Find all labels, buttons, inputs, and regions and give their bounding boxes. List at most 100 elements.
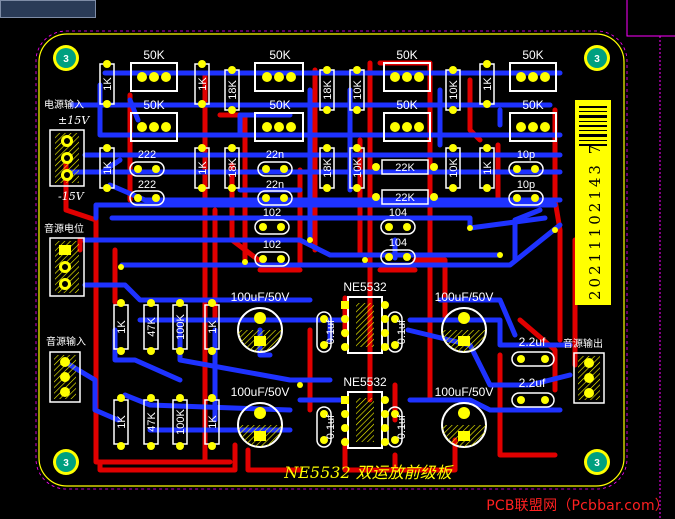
- opamp-ics: NE5532 NE5532: [341, 280, 389, 449]
- cap-10p-a: 10p: [508, 149, 544, 177]
- svg-text:-15V: -15V: [58, 190, 85, 203]
- connectors: 电源输入 ±15V -15V 音源电位 音源输入 音源输出: [44, 98, 605, 404]
- pink-frame: [626, 0, 675, 37]
- svg-text:10K: 10K: [352, 158, 364, 178]
- pot-footprints: 50K 50K 50K 50K 50K 50K: [130, 48, 557, 142]
- svg-text:22n: 22n: [266, 179, 284, 191]
- output-caps: 2.2uf 2.2uf: [511, 335, 555, 408]
- svg-text:100uF/50V: 100uF/50V: [435, 290, 494, 304]
- svg-text:50K: 50K: [396, 98, 417, 112]
- serial-barcode: 20211102143 7: [575, 100, 611, 305]
- ecap-3: 100uF/50V: [231, 385, 289, 448]
- svg-text:1K: 1K: [207, 320, 219, 334]
- pot-1: 50K: [130, 48, 178, 92]
- pot-4: 50K: [509, 48, 557, 92]
- svg-text:18K: 18K: [227, 80, 239, 100]
- svg-text:3: 3: [594, 458, 600, 469]
- resistor-100k-l: 100K: [172, 394, 188, 450]
- svg-text:10p: 10p: [517, 149, 535, 161]
- svg-text:1K: 1K: [102, 161, 114, 175]
- cap-22n-a: 22n: [257, 149, 293, 177]
- cap-22uf-a: 2.2uf: [511, 335, 555, 367]
- svg-text:±15V: ±15V: [58, 114, 90, 127]
- pot-3: 50K: [383, 48, 431, 92]
- svg-text:10K: 10K: [448, 158, 460, 178]
- resistors-22k: 22K 22K: [372, 159, 438, 205]
- resistor-1k-u2: 1K: [204, 299, 220, 355]
- pot-8: 50K: [509, 98, 557, 142]
- resistor-r7: 18K: [319, 66, 335, 114]
- svg-text:10p: 10p: [517, 179, 535, 191]
- cap-104-b: 104: [380, 237, 416, 265]
- cap-222-a: 222: [129, 149, 165, 177]
- cap-222-b: 222: [129, 179, 165, 206]
- svg-text:222: 222: [138, 149, 156, 161]
- svg-text:50K: 50K: [269, 48, 290, 62]
- svg-text:1K: 1K: [116, 320, 128, 334]
- svg-text:0.1uf: 0.1uf: [396, 319, 408, 344]
- resistor-1k-l2: 1K: [204, 394, 220, 450]
- svg-text:222: 222: [138, 179, 156, 191]
- cap-01uf-1: 0.1uf: [316, 311, 337, 353]
- resistor-1k-u1: 1K: [113, 299, 129, 355]
- svg-text:100K: 100K: [175, 313, 187, 339]
- pot-7: 50K: [383, 98, 431, 142]
- cap-22n-b: 22n: [257, 179, 293, 206]
- watermark: PCB联盟网（Pcbbar.com）: [486, 498, 669, 514]
- svg-text:1K: 1K: [482, 77, 494, 91]
- svg-text:104: 104: [389, 237, 407, 249]
- svg-text:3: 3: [63, 54, 69, 65]
- resistor-r14: 1K: [479, 144, 495, 192]
- audio-output-connector: 音源输出: [563, 337, 605, 404]
- resistor-r9: 10K: [349, 66, 365, 114]
- audio-input-connector: 音源输入: [46, 335, 86, 403]
- svg-text:10K: 10K: [448, 80, 460, 100]
- svg-text:50K: 50K: [522, 98, 543, 112]
- ecap-1: 100uF/50V: [231, 290, 289, 353]
- bottom-copper-traces: [67, 70, 573, 433]
- svg-text:50K: 50K: [269, 98, 290, 112]
- resistor-r8: 18K: [319, 144, 335, 192]
- mount-hole-tl: 3: [53, 45, 79, 71]
- board-title: NE5532 双运放前级板: [283, 463, 453, 482]
- svg-text:音源电位: 音源电位: [44, 222, 84, 235]
- svg-text:102: 102: [263, 207, 281, 219]
- svg-text:102: 102: [263, 239, 281, 251]
- electrolytic-caps: 100uF/50V 100uF/50V 100uF/50V 100uF/50V: [231, 290, 494, 448]
- svg-text:1K: 1K: [482, 161, 494, 175]
- svg-text:1K: 1K: [116, 415, 128, 429]
- top-resistors: 1K 1K 1K 1K 18K 18K: [99, 60, 495, 192]
- resistor-1k-l1: 1K: [113, 394, 129, 450]
- pot-2: 50K: [254, 48, 304, 92]
- svg-text:音源输入: 音源输入: [46, 335, 86, 348]
- svg-text:1K: 1K: [197, 77, 209, 91]
- resistor-100k-u: 100K: [172, 299, 188, 355]
- svg-text:NE5532: NE5532: [343, 375, 387, 389]
- svg-text:1K: 1K: [207, 415, 219, 429]
- resistor-47k-u: 47K: [143, 299, 159, 355]
- audio-pot-connector: 音源电位: [44, 222, 85, 297]
- cap-22uf-b: 2.2uf: [511, 376, 555, 408]
- svg-text:18K: 18K: [322, 158, 334, 178]
- svg-text:0.1uf: 0.1uf: [325, 319, 337, 344]
- svg-text:100uF/50V: 100uF/50V: [435, 385, 494, 399]
- board-outline: [38, 33, 625, 487]
- svg-text:50K: 50K: [396, 48, 417, 62]
- svg-text:10K: 10K: [352, 80, 364, 100]
- cap-102-b: 102: [254, 239, 290, 267]
- svg-text:18K: 18K: [322, 80, 334, 100]
- svg-text:22n: 22n: [266, 149, 284, 161]
- svg-text:音源输出: 音源输出: [563, 337, 603, 350]
- svg-text:20211102143 7: 20211102143 7: [586, 142, 604, 300]
- toolbar-fragment: [0, 0, 96, 18]
- svg-text:104: 104: [389, 207, 407, 219]
- mount-hole-bl: 3: [53, 449, 79, 475]
- resistor-r10: 10K: [349, 144, 365, 192]
- top-capacitors: 222 222 22n 22n 102 102: [129, 149, 544, 267]
- svg-text:0.1uf: 0.1uf: [325, 414, 337, 439]
- svg-text:NE5532: NE5532: [343, 280, 387, 294]
- resistor-47k-l: 47K: [143, 394, 159, 450]
- pot-6: 50K: [254, 98, 304, 142]
- svg-text:50K: 50K: [522, 48, 543, 62]
